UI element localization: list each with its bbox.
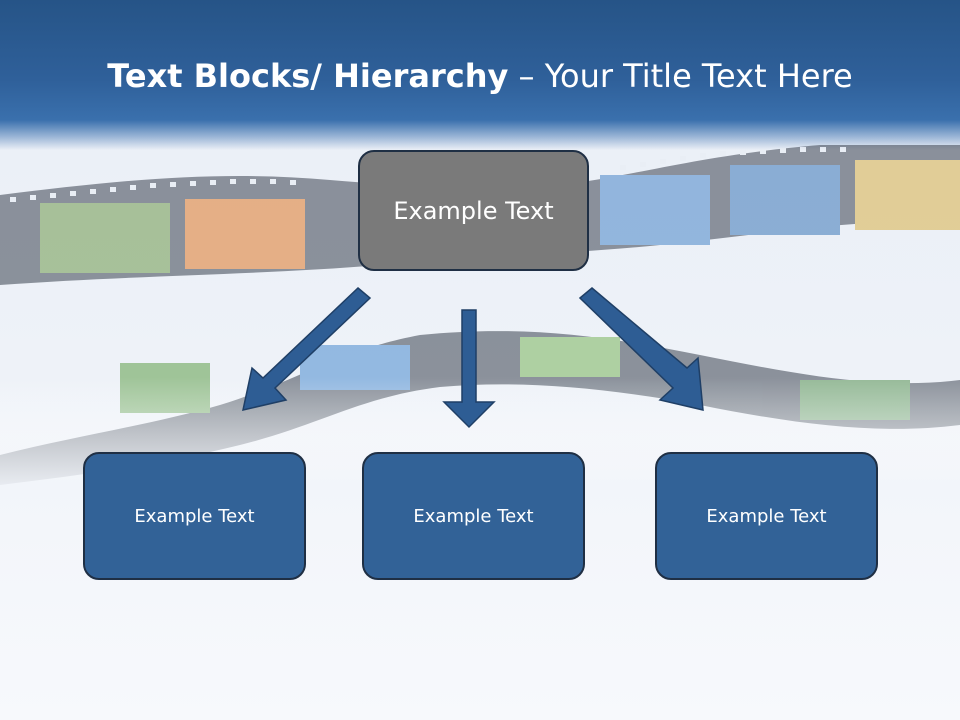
child-text-block-right: Example Text xyxy=(655,452,878,580)
top-text-block: Example Text xyxy=(358,150,589,271)
child-text-block-middle: Example Text xyxy=(362,452,585,580)
title-bold: Text Blocks/ Hierarchy xyxy=(107,57,509,95)
page-title: Text Blocks/ Hierarchy – Your Title Text… xyxy=(0,54,960,98)
child-text-block-left: Example Text xyxy=(83,452,306,580)
title-rest: – Your Title Text Here xyxy=(508,57,853,95)
